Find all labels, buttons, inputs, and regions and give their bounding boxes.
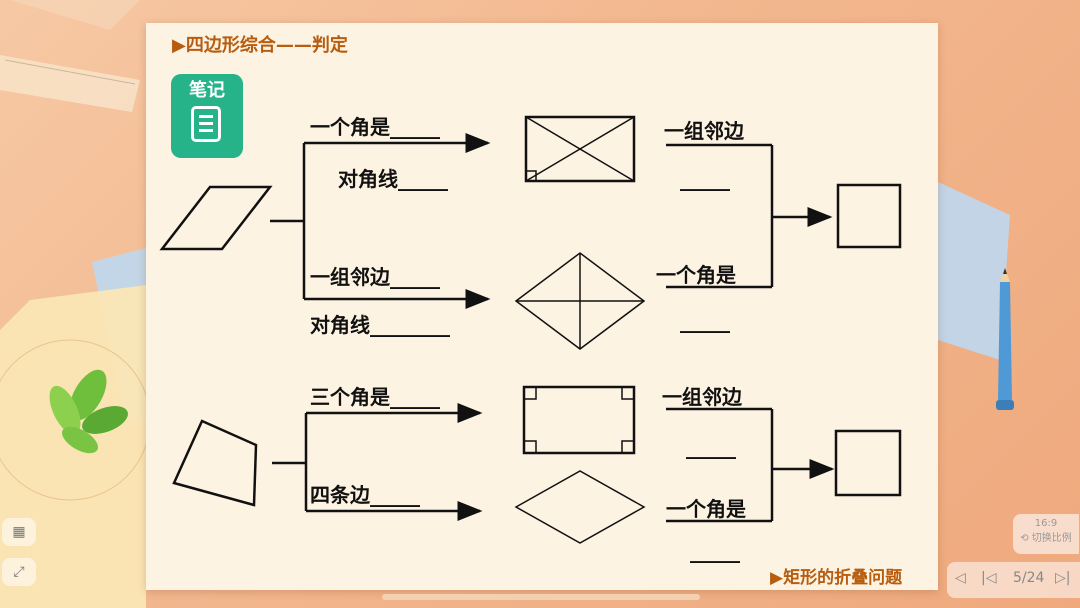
rhombus-shape	[514, 470, 646, 544]
notebook-icon	[191, 106, 221, 142]
label-one-angle: 一个角是_____	[310, 115, 440, 139]
label-rhombus2-angle: 一个角是	[666, 497, 746, 521]
leaf-decoration	[49, 369, 128, 454]
square-result-box-2	[834, 429, 902, 497]
label-rect-adjacent: 一组邻边	[664, 119, 744, 143]
label-diagonal-2: 对角线________	[310, 313, 450, 337]
blank-rhombus-angle: _____	[680, 309, 730, 333]
prev-slide-button[interactable]: |◁	[981, 570, 997, 586]
expand-icon: ⤢	[13, 564, 25, 580]
notes-icon-label: 笔记	[189, 80, 225, 101]
blank-rect-adjacent: _____	[680, 167, 730, 191]
expand-button[interactable]: ⤢	[2, 558, 36, 586]
play-icon[interactable]: ◁	[955, 570, 966, 586]
label-four-sides: 四条边_____	[310, 483, 420, 507]
slide-canvas: ▶四边形综合——判定 笔记	[146, 23, 938, 590]
square-result-box	[836, 183, 902, 249]
page-indicator: 5/24	[1013, 570, 1045, 586]
rect-folding-link[interactable]: ▶矩形的折叠问题	[770, 568, 903, 588]
label-rhombus-angle: 一个角是	[656, 263, 736, 287]
blank-rhombus2-angle: _____	[690, 539, 740, 563]
ratio-switch-label: ⟲ 切换比例	[1020, 533, 1072, 544]
rectangle-diagonals-shape	[524, 115, 636, 183]
slide-navigation: ◁ |◁ 5/24 ▷|	[947, 562, 1080, 598]
blank-rect2-adjacent: _____	[686, 435, 736, 459]
label-adjacent-sides: 一组邻边_____	[310, 265, 440, 289]
grid-view-button[interactable]: ▦	[2, 518, 36, 546]
rectangle-shape	[522, 385, 636, 455]
ratio-value: 16:9	[1034, 518, 1058, 529]
label-rect2-adjacent: 一组邻边	[662, 385, 742, 409]
aspect-ratio-toggle[interactable]: 16:9 ⟲ 切换比例	[1013, 514, 1079, 554]
quadrilateral-diagram	[159, 115, 902, 544]
bottom-handle[interactable]	[382, 594, 700, 600]
label-three-angles: 三个角是_____	[310, 385, 440, 409]
notes-icon[interactable]: 笔记	[171, 74, 243, 158]
section-title: ▶四边形综合——判定	[172, 35, 348, 56]
parallelogram-shape	[159, 185, 273, 251]
ruler-decoration	[0, 55, 140, 112]
next-slide-button[interactable]: ▷|	[1055, 570, 1071, 586]
quadrilateral-shape	[172, 419, 258, 507]
grid-icon: ▦	[12, 524, 26, 540]
pencil-decoration	[996, 268, 1014, 410]
label-diagonal: 对角线_____	[338, 167, 448, 191]
